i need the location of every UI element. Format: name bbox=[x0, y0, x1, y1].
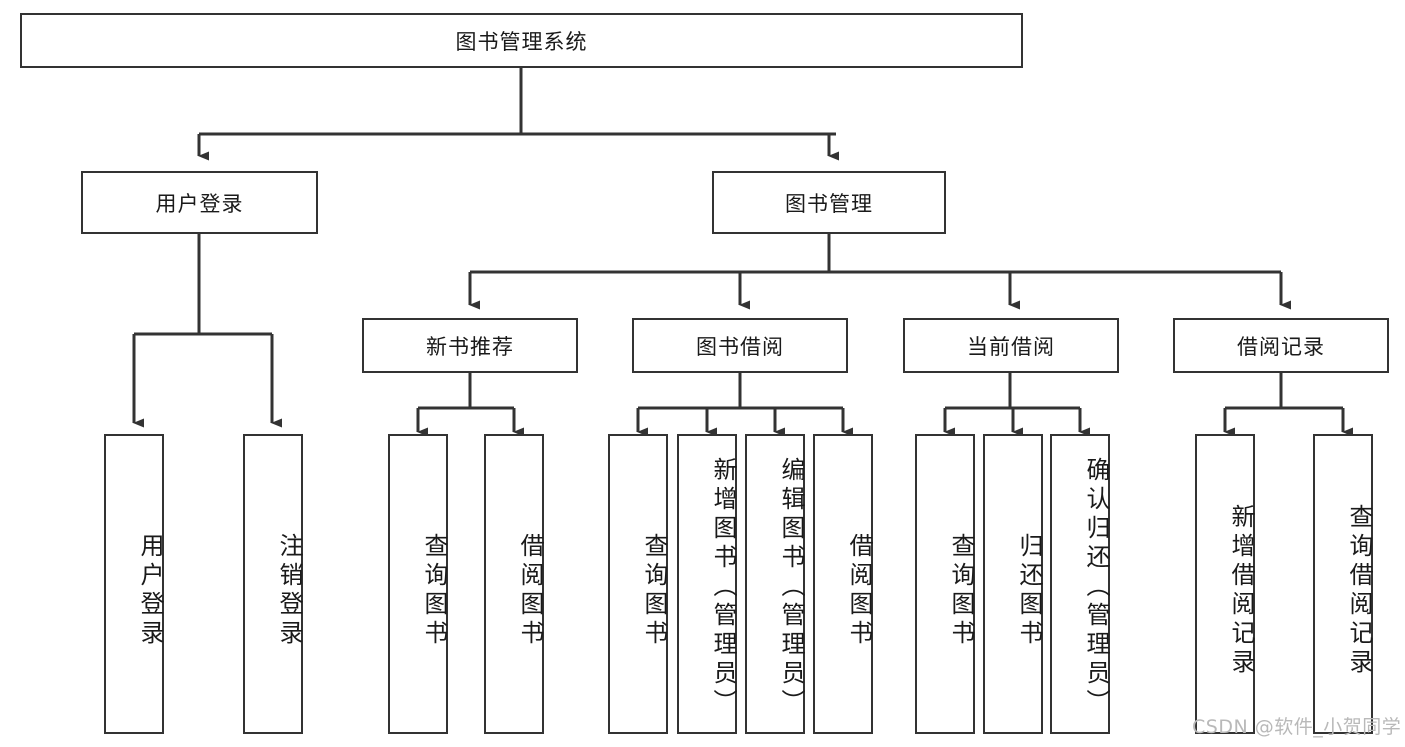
node-leaf-query-record-label: 查询借阅记录 bbox=[1345, 504, 1373, 678]
node-leaf-add-book[interactable]: 新增图书（管理员） bbox=[677, 434, 737, 734]
node-user-login-label: 用户登录 bbox=[155, 191, 244, 216]
node-current-borrow[interactable]: 当前借阅 bbox=[903, 318, 1119, 373]
node-new-book-recommend[interactable]: 新书推荐 bbox=[362, 318, 578, 373]
node-leaf-borrow-book-1-label: 借阅图书 bbox=[516, 533, 544, 649]
node-leaf-edit-book[interactable]: 编辑图书（管理员） bbox=[745, 434, 805, 734]
node-leaf-return-book[interactable]: 归还图书 bbox=[983, 434, 1043, 734]
csdn-watermark: CSDN @软件_小贺同学 bbox=[1192, 716, 1402, 738]
node-leaf-query-record[interactable]: 查询借阅记录 bbox=[1313, 434, 1373, 734]
node-leaf-add-book-label: 新增图书（管理员） bbox=[709, 456, 737, 718]
node-leaf-query-book-2[interactable]: 查询图书 bbox=[608, 434, 668, 734]
node-new-book-recommend-label: 新书推荐 bbox=[426, 334, 514, 359]
node-leaf-user-login-label: 用户登录 bbox=[136, 533, 164, 649]
node-leaf-add-record[interactable]: 新增借阅记录 bbox=[1195, 434, 1255, 734]
node-leaf-borrow-book-2-label: 借阅图书 bbox=[845, 533, 873, 649]
node-borrow-record[interactable]: 借阅记录 bbox=[1173, 318, 1389, 373]
node-leaf-query-book-3[interactable]: 查询图书 bbox=[915, 434, 975, 734]
node-leaf-add-record-label: 新增借阅记录 bbox=[1227, 504, 1255, 678]
node-leaf-edit-book-label: 编辑图书（管理员） bbox=[777, 456, 805, 718]
node-current-borrow-label: 当前借阅 bbox=[967, 334, 1055, 359]
node-leaf-query-book-1-label: 查询图书 bbox=[420, 533, 448, 649]
node-leaf-query-book-3-label: 查询图书 bbox=[947, 533, 975, 649]
node-book-management[interactable]: 图书管理 bbox=[712, 171, 946, 234]
node-leaf-confirm-return-label: 确认归还（管理员） bbox=[1082, 456, 1110, 718]
node-book-borrow-label: 图书借阅 bbox=[696, 334, 784, 359]
node-leaf-borrow-book-2[interactable]: 借阅图书 bbox=[813, 434, 873, 734]
node-root-label: 图书管理系统 bbox=[455, 29, 588, 54]
node-leaf-query-book-2-label: 查询图书 bbox=[640, 533, 668, 649]
node-book-management-label: 图书管理 bbox=[785, 191, 873, 216]
node-user-login[interactable]: 用户登录 bbox=[81, 171, 318, 234]
node-leaf-borrow-book-1[interactable]: 借阅图书 bbox=[484, 434, 544, 734]
node-leaf-return-book-label: 归还图书 bbox=[1015, 533, 1043, 649]
node-borrow-record-label: 借阅记录 bbox=[1237, 334, 1325, 359]
node-leaf-confirm-return[interactable]: 确认归还（管理员） bbox=[1050, 434, 1110, 734]
node-leaf-logout[interactable]: 注销登录 bbox=[243, 434, 303, 734]
node-root[interactable]: 图书管理系统 bbox=[20, 13, 1023, 68]
node-leaf-user-login[interactable]: 用户登录 bbox=[104, 434, 164, 734]
node-leaf-logout-label: 注销登录 bbox=[275, 533, 303, 649]
node-leaf-query-book-1[interactable]: 查询图书 bbox=[388, 434, 448, 734]
node-book-borrow[interactable]: 图书借阅 bbox=[632, 318, 848, 373]
